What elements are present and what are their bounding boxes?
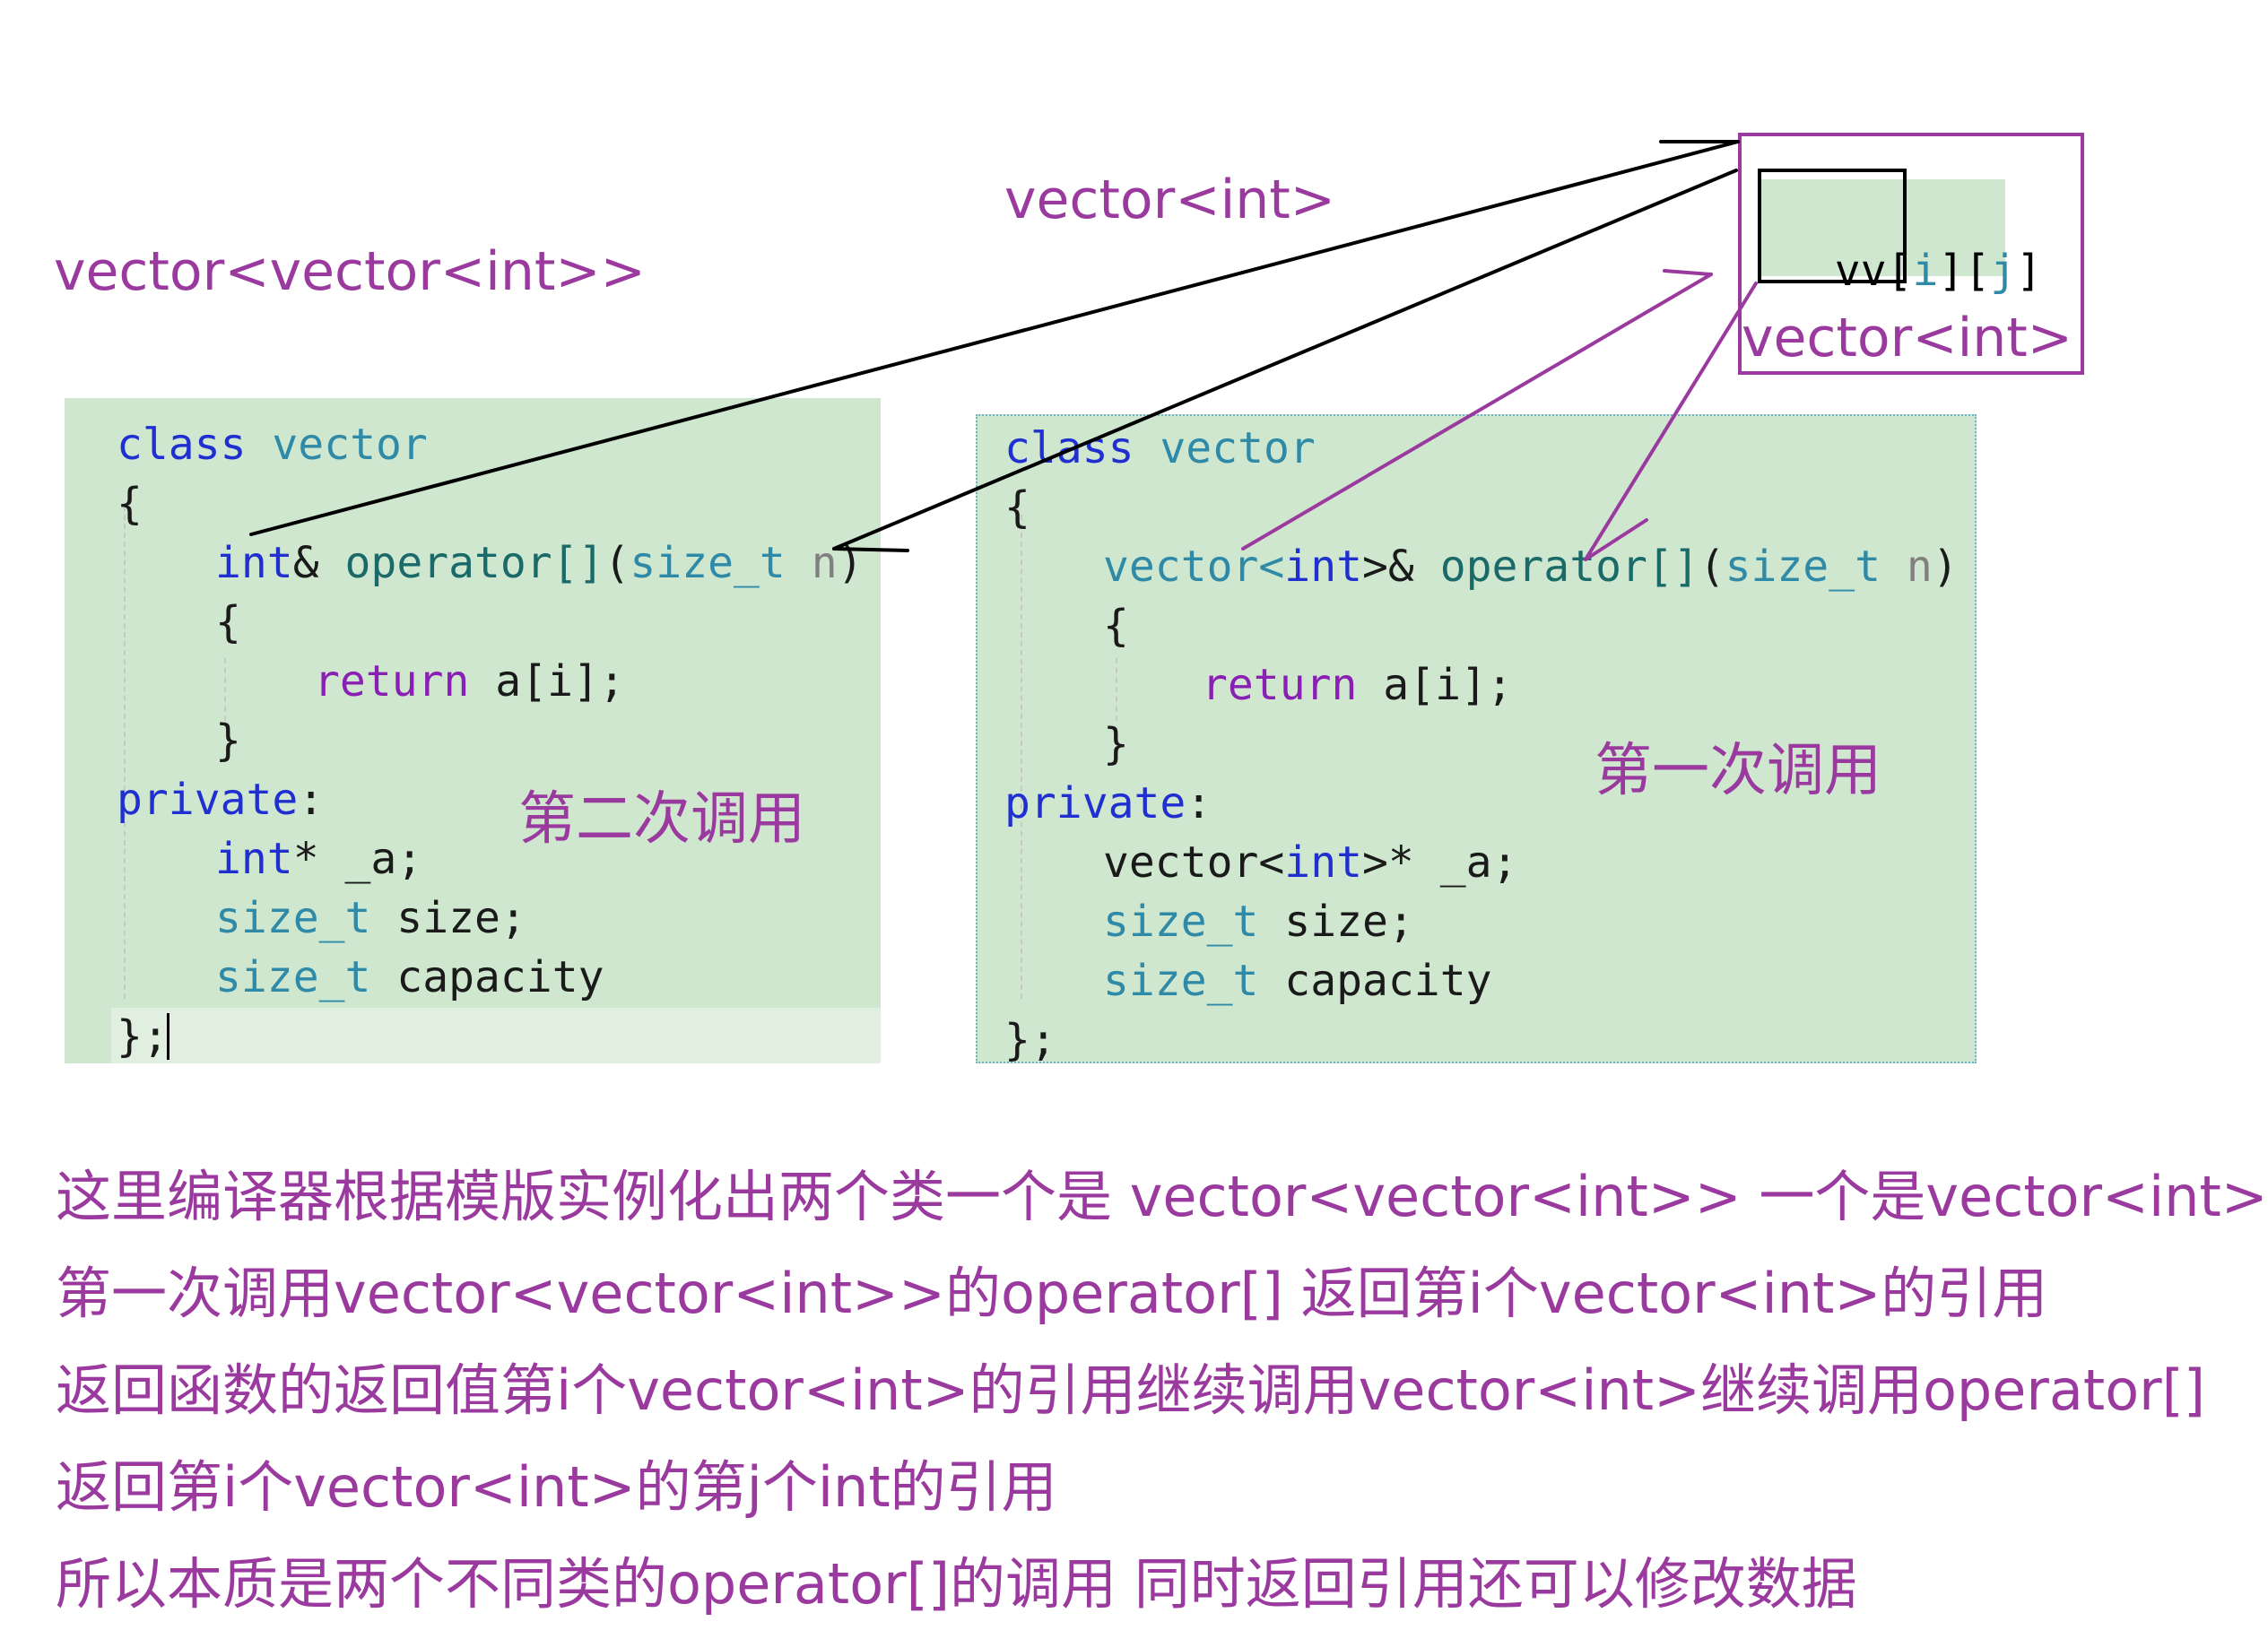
right-return-int: int xyxy=(1284,542,1362,592)
right-return-line: return a[i]; xyxy=(1202,663,1513,707)
right-operator-signature: vector<int>& operator[](size_t n) xyxy=(1103,545,1959,588)
outer-type-label: vector<vector<int>> xyxy=(54,240,646,303)
right-paren-open: ( xyxy=(1699,542,1725,592)
right-return-keyword: return xyxy=(1202,660,1358,710)
right-param-type: size_t xyxy=(1725,542,1881,592)
inner-type-label-top: vector<int> xyxy=(1004,169,1336,231)
right-member-size-type: size_t xyxy=(1103,897,1259,947)
left-operator-name: operator[] xyxy=(344,538,604,588)
right-member-capacity-type: size_t xyxy=(1103,956,1259,1006)
left-member-size: size_t size; xyxy=(215,897,526,940)
expr-index-j: j xyxy=(1990,246,2017,296)
expr-close-j: ] xyxy=(2016,246,2043,296)
explanation-line-4: 返回第i个vector<int>的第j个int的引用 xyxy=(56,1454,1057,1520)
left-class-keyword: class xyxy=(117,420,247,470)
left-inner-open-brace: { xyxy=(215,597,241,647)
black-line-right xyxy=(832,169,1738,551)
left-class-name: vector xyxy=(272,420,428,470)
right-operator-name: operator[] xyxy=(1439,542,1699,592)
left-indent-guide xyxy=(124,506,126,999)
left-code-panel xyxy=(65,398,881,1063)
left-member-capacity-type: size_t xyxy=(215,952,371,1002)
right-inner-open-brace: { xyxy=(1103,601,1129,651)
left-member-a: int* _a; xyxy=(215,837,422,880)
first-call-label: 第一次调用 xyxy=(1595,738,1881,804)
left-member-a-type: int xyxy=(215,834,293,884)
black-line-right-hook xyxy=(832,547,909,552)
right-member-capacity: size_t capacity xyxy=(1103,959,1491,1002)
black-line-left xyxy=(249,140,1740,536)
inner-type-label-box: vector<int> xyxy=(1742,307,2073,369)
expr-open-j: [ xyxy=(1964,246,1991,296)
right-code-panel xyxy=(976,414,1977,1063)
left-inner-guide xyxy=(224,658,226,721)
left-return-line: return a[i]; xyxy=(314,660,625,703)
left-return-type: int xyxy=(215,538,293,588)
purple-line-vector-int xyxy=(1241,273,1713,551)
left-open-brace: { xyxy=(117,479,143,529)
left-private-keyword: private xyxy=(117,775,299,825)
right-paren-close: ) xyxy=(1932,542,1959,592)
right-member-size: size_t size; xyxy=(1103,900,1414,943)
expr-vv: vv[ xyxy=(1834,246,1913,296)
right-member-a: vector<int>* _a; xyxy=(1103,841,1517,884)
expr-close-i: ] xyxy=(1938,246,1965,296)
right-member-size-rest: size; xyxy=(1284,897,1414,947)
right-inner-guide xyxy=(1116,658,1117,721)
left-private-line: private: xyxy=(117,778,324,821)
left-class-line: class vector xyxy=(117,423,428,466)
left-return-keyword: return xyxy=(314,656,470,707)
right-indent-guide xyxy=(1021,515,1022,999)
vv-i-highlight-box xyxy=(1758,169,1907,283)
left-member-capacity: size_t capacity xyxy=(215,956,604,999)
purple-line-operator xyxy=(1584,282,1758,561)
left-private-colon: : xyxy=(298,775,325,825)
explanation-line-2: 第一次调用vector<vector<int>>的operator[] 返回第i… xyxy=(56,1261,2048,1326)
left-inner-close-brace: } xyxy=(215,715,241,766)
left-member-capacity-rest: capacity xyxy=(396,952,604,1002)
right-param-name: n xyxy=(1906,542,1933,592)
right-return-expr: a[i]; xyxy=(1383,660,1513,710)
left-param-type: size_t xyxy=(630,538,786,588)
text-cursor xyxy=(167,1013,169,1060)
left-member-a-rest: * _a; xyxy=(292,834,423,884)
left-member-size-type: size_t xyxy=(215,893,371,943)
expr-index-i: i xyxy=(1912,246,1939,296)
right-end-brace: }; xyxy=(1004,1015,1056,1065)
left-paren-open: ( xyxy=(604,538,630,588)
explanation-line-5: 所以本质是两个不同类的operator[]的调用 同时返回引用还可以修改数据 xyxy=(56,1551,1857,1617)
second-call-label: 第二次调用 xyxy=(518,786,805,853)
right-member-capacity-rest: capacity xyxy=(1284,956,1492,1006)
right-return-vector: vector< xyxy=(1103,542,1285,592)
right-return-ref: >& xyxy=(1362,542,1414,592)
left-operator-signature: int& operator[](size_t n) xyxy=(215,542,864,585)
right-member-a-int: int xyxy=(1284,837,1362,888)
expression-frame xyxy=(1738,133,2084,375)
right-class-name: vector xyxy=(1160,423,1316,473)
right-private-line: private: xyxy=(1004,782,1212,825)
explanation-line-3: 返回函数的返回值第i个vector<int>的引用继续调用vector<int>… xyxy=(56,1357,2206,1423)
right-open-brace: { xyxy=(1004,482,1030,533)
left-member-size-rest: size; xyxy=(396,893,526,943)
right-member-a-vector: vector< xyxy=(1103,837,1285,888)
right-member-a-rest: >* _a; xyxy=(1362,837,1518,888)
left-ref-amp: & xyxy=(292,538,319,588)
expression-code: vv[i][j] xyxy=(1760,179,2042,292)
left-return-expr: a[i]; xyxy=(495,656,625,707)
explanation-line-1: 这里编译器根据模版实例化出两个类一个是 vector<vector<int>> … xyxy=(56,1164,2268,1229)
purple-line-operator-hook xyxy=(1584,518,1648,561)
right-inner-close-brace: } xyxy=(1103,719,1129,769)
purple-line-vector-int-hook xyxy=(1663,269,1713,276)
right-private-colon: : xyxy=(1186,778,1212,828)
left-end-brace: }; xyxy=(117,1011,169,1062)
right-private-keyword: private xyxy=(1004,778,1186,828)
left-last-line-highlight xyxy=(111,1008,881,1063)
